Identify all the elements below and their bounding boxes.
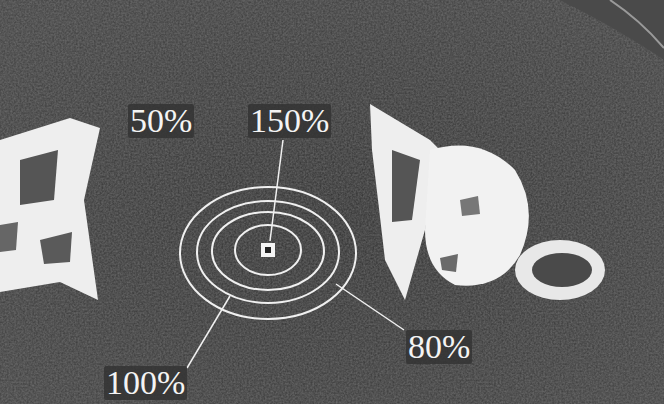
leader-lines (187, 140, 404, 368)
isodose-label: 50% (128, 104, 194, 138)
isodose-lines (180, 187, 356, 319)
skin-line (610, 0, 664, 48)
isodose-label: 150% (248, 104, 331, 138)
source-core (265, 247, 271, 253)
source (261, 243, 275, 257)
right-bone (370, 104, 605, 300)
isodose-label: 100% (104, 366, 187, 400)
left-bone (0, 118, 100, 300)
isodose-label: 80% (406, 330, 472, 364)
skin-edge (560, 0, 664, 60)
